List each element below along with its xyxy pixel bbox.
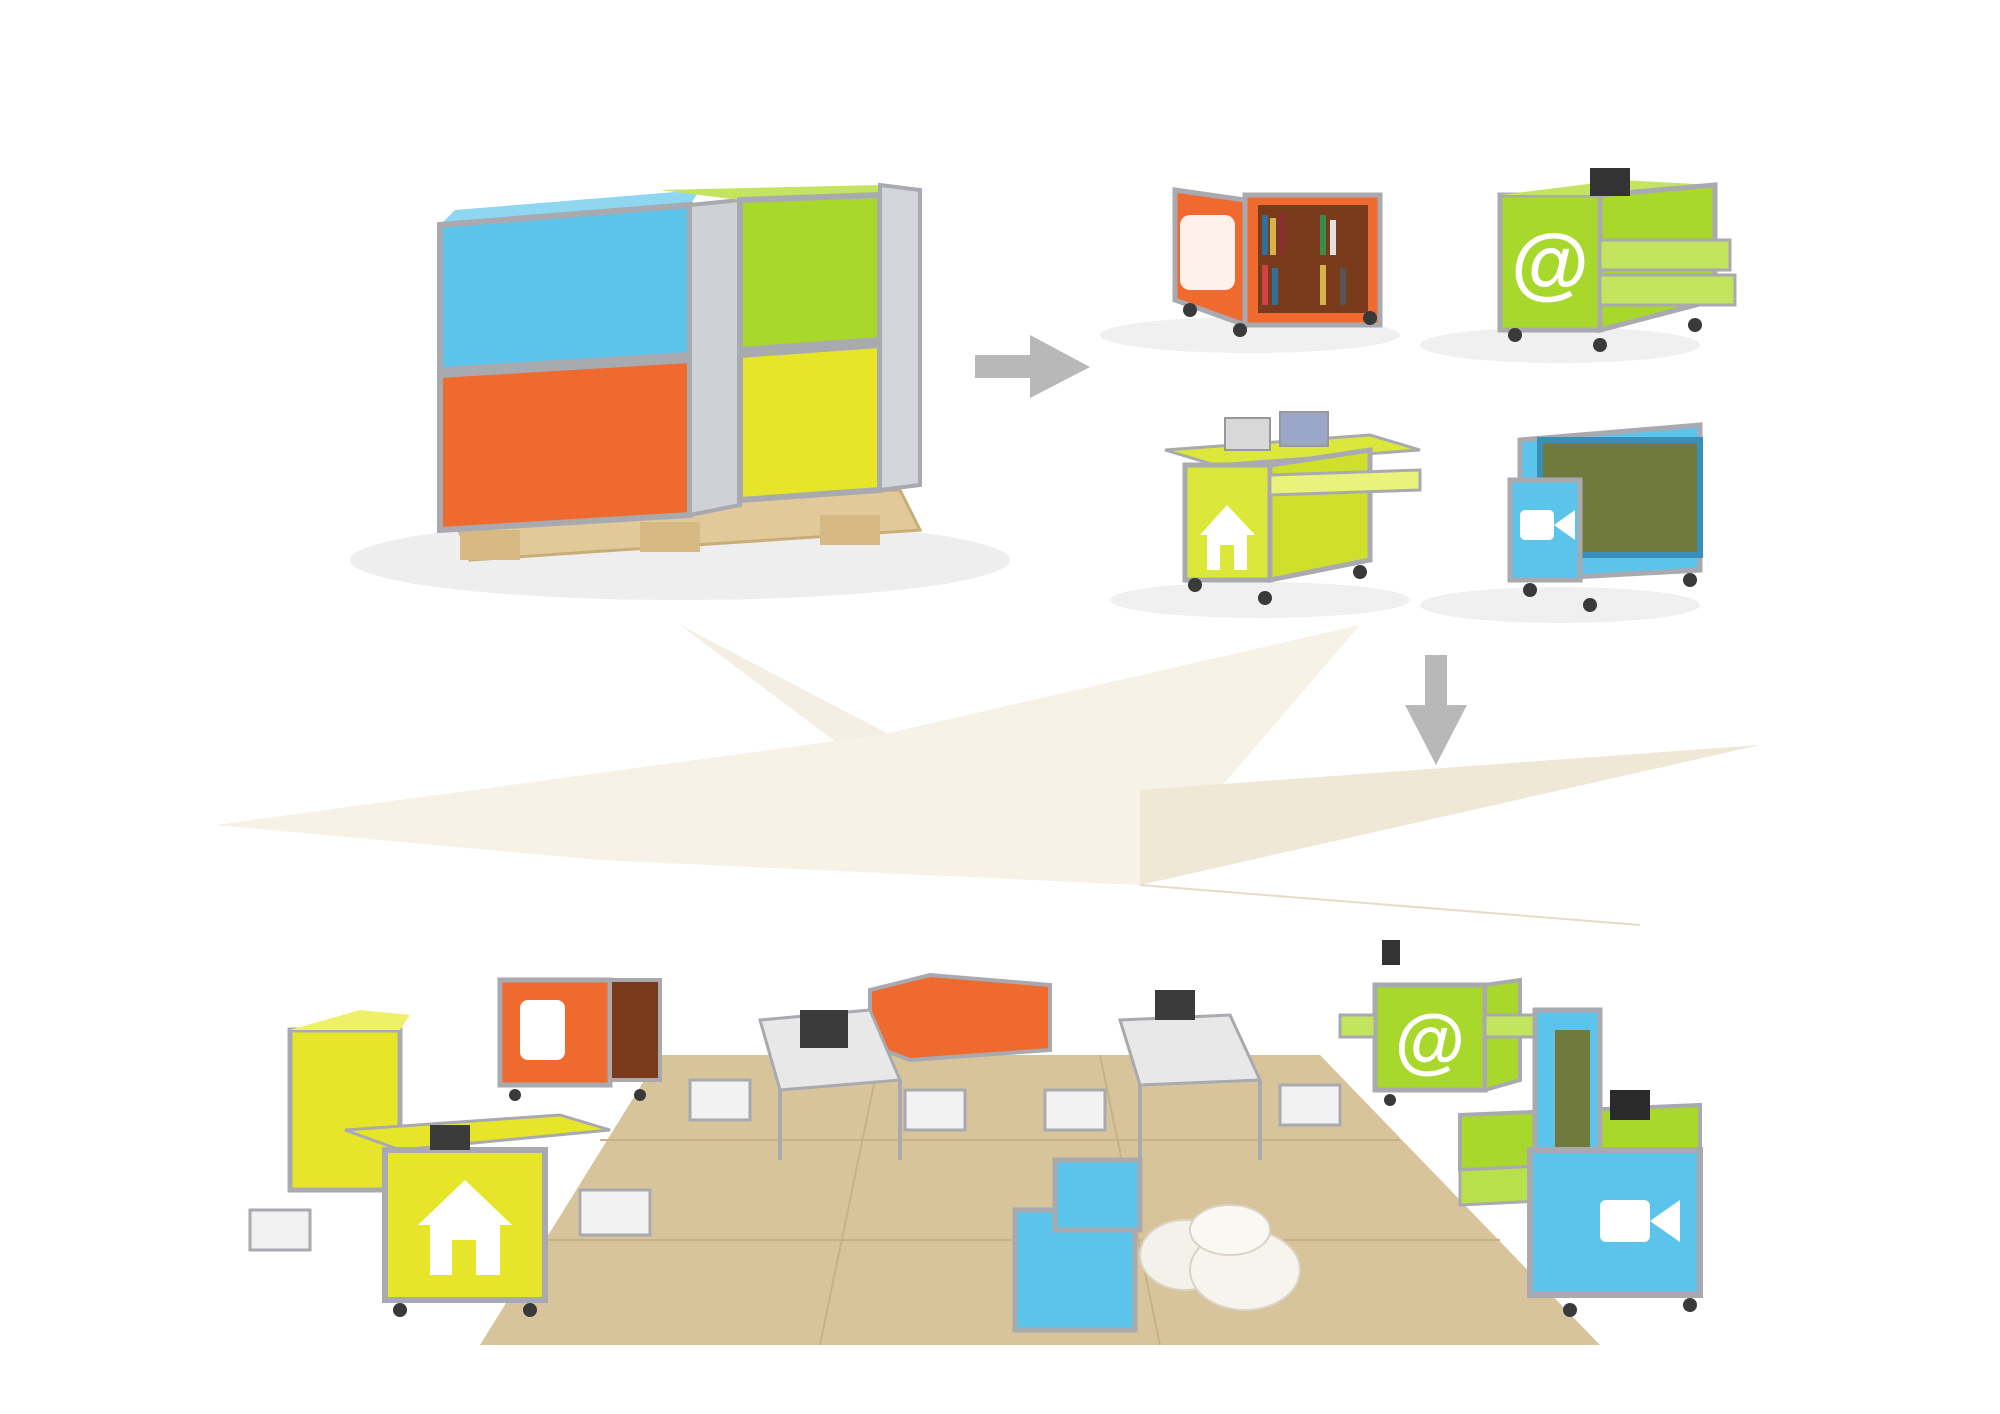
stool xyxy=(903,1088,967,1132)
drawer xyxy=(1598,238,1732,272)
stool xyxy=(578,1188,652,1237)
internet-cart-green: @ xyxy=(1420,168,1737,363)
book-icon xyxy=(1180,215,1235,290)
house-icon xyxy=(1200,505,1255,570)
laptop-cart-yellow xyxy=(1110,411,1422,618)
laptop xyxy=(1610,1090,1650,1120)
book-icon xyxy=(520,1000,565,1060)
laptop xyxy=(800,1010,848,1048)
stool xyxy=(688,1078,752,1122)
laptop-cart-yellow-front xyxy=(344,1113,611,1317)
drawer xyxy=(1338,1013,1377,1039)
bookshelf-books xyxy=(1262,214,1346,305)
library-cart-orange-back xyxy=(497,977,662,1101)
at-sign-icon: @ xyxy=(1395,1001,1465,1081)
stool xyxy=(248,1208,312,1252)
video-cart-blue xyxy=(1420,422,1703,623)
drawer xyxy=(1483,1013,1537,1039)
at-sign-icon: @ xyxy=(1511,218,1589,307)
crate-side-panel xyxy=(688,197,742,518)
desk-right xyxy=(1117,990,1263,1160)
crate-green xyxy=(660,185,885,354)
library-cart-orange xyxy=(1100,187,1400,353)
tablet-screen xyxy=(1382,940,1400,965)
folding-stools xyxy=(248,1078,1342,1252)
house-icon xyxy=(418,1180,512,1275)
crate-orange-back xyxy=(868,972,1052,1063)
cabinet-yellow xyxy=(287,1010,410,1193)
crate-yellow xyxy=(737,341,883,504)
laptop xyxy=(430,1125,470,1150)
tablet-screen xyxy=(1590,168,1630,196)
shade-sail xyxy=(215,625,1760,926)
video-screen xyxy=(1555,1030,1590,1150)
laptop xyxy=(1155,990,1195,1020)
crate-orange xyxy=(437,356,693,534)
stool xyxy=(1043,1088,1107,1132)
video-camera-icon xyxy=(1520,510,1575,540)
arrow-right-icon xyxy=(975,335,1090,398)
packed-crate-stack xyxy=(350,182,1010,600)
crates-blue-front xyxy=(1012,1157,1143,1333)
laptop xyxy=(1279,411,1329,447)
crate-blue xyxy=(437,190,700,374)
video-camera-icon xyxy=(1600,1200,1680,1242)
laptop xyxy=(1224,417,1271,451)
video-cart-blue-front xyxy=(1527,1007,1703,1317)
stool xyxy=(1278,1083,1342,1127)
internet-cart-green-back: @ xyxy=(1338,940,1537,1106)
drawer xyxy=(1598,273,1737,307)
arrow-down-icon xyxy=(1405,655,1467,765)
floor-cushions xyxy=(1139,1204,1301,1311)
desk-left xyxy=(758,1008,903,1160)
